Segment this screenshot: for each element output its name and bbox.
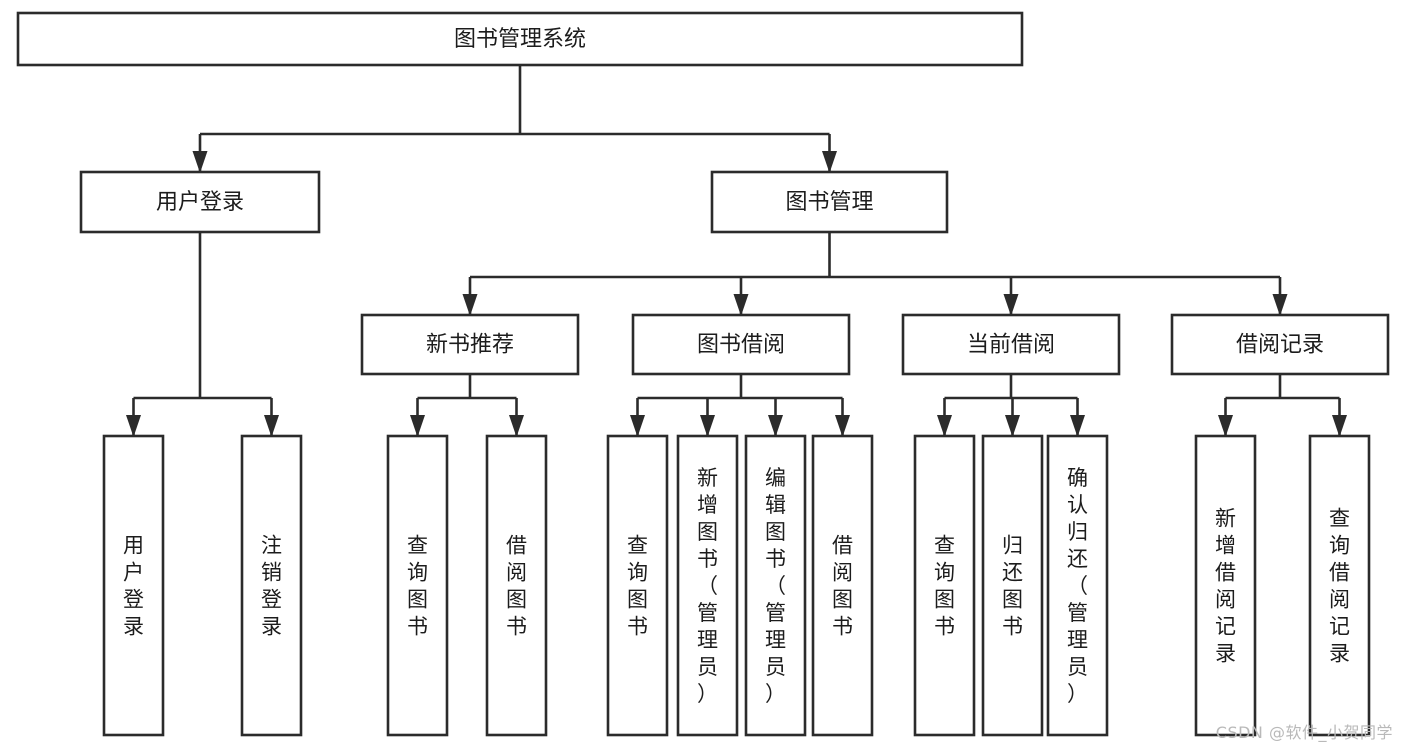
node-leaf-query-borrow-record[interactable]: 查询借阅记录	[1308, 434, 1371, 737]
arrow-head-icon	[1003, 294, 1019, 316]
node-box-book-management	[710, 170, 949, 234]
node-box-leaf-add-book-admin	[676, 434, 739, 737]
node-label-book-borrow: 图书借阅	[697, 333, 785, 358]
node-label-current-borrow: 当前借阅	[967, 333, 1055, 358]
arrow-head-icon	[1218, 415, 1233, 437]
node-leaf-borrow-book[interactable]: 借阅图书	[811, 434, 874, 737]
node-box-leaf-query-book-recommend	[386, 434, 449, 737]
arrow-head-icon	[1070, 415, 1085, 437]
node-label-leaf-logout: 注销登录	[261, 534, 282, 639]
arrow-head-icon	[126, 415, 141, 437]
node-label-leaf-query-book-recommend: 查询图书	[407, 534, 428, 639]
node-label-book-management: 图书管理	[785, 190, 873, 215]
node-box-leaf-borrow-book	[811, 434, 874, 737]
node-label-leaf-add-book-admin: 新增图书（管理员）	[697, 466, 718, 706]
arrow-head-icon	[192, 151, 208, 173]
node-user-login[interactable]: 用户登录	[79, 170, 321, 234]
node-current-borrow[interactable]: 当前借阅	[901, 313, 1121, 376]
node-box-user-login	[79, 170, 321, 234]
arrow-head-icon	[1005, 415, 1020, 437]
node-leaf-query-book-recommend[interactable]: 查询图书	[386, 434, 449, 737]
node-root[interactable]: 图书管理系统	[16, 11, 1024, 67]
node-leaf-edit-book-admin[interactable]: 编辑图书（管理员）	[744, 434, 807, 737]
node-box-leaf-logout	[240, 434, 303, 737]
arrow-head-icon	[835, 415, 850, 437]
connector-layer	[126, 65, 1347, 437]
node-box-new-book-recommend	[360, 313, 580, 376]
node-box-leaf-user-login	[102, 434, 165, 737]
node-borrow-records[interactable]: 借阅记录	[1170, 313, 1390, 376]
node-label-leaf-edit-book-admin: 编辑图书（管理员）	[765, 466, 786, 706]
arrow-head-icon	[937, 415, 952, 437]
arrow-head-icon	[768, 415, 783, 437]
node-leaf-add-book-admin[interactable]: 新增图书（管理员）	[676, 434, 739, 737]
node-box-leaf-add-borrow-record	[1194, 434, 1257, 737]
node-box-book-borrow	[631, 313, 851, 376]
node-label-leaf-confirm-return-admin: 确认归还（管理员）	[1067, 466, 1088, 706]
arrow-head-icon	[1272, 294, 1288, 316]
node-label-leaf-query-book-borrow: 查询图书	[627, 534, 648, 639]
node-label-leaf-borrow-book: 借阅图书	[832, 534, 853, 639]
node-box-leaf-query-book-current	[913, 434, 976, 737]
node-leaf-return-book[interactable]: 归还图书	[981, 434, 1044, 737]
node-box-leaf-edit-book-admin	[744, 434, 807, 737]
node-book-borrow[interactable]: 图书借阅	[631, 313, 851, 376]
node-box-borrow-records	[1170, 313, 1390, 376]
node-label-leaf-query-book-current: 查询图书	[934, 534, 955, 639]
node-leaf-query-book-borrow[interactable]: 查询图书	[606, 434, 669, 737]
arrow-head-icon	[630, 415, 645, 437]
node-label-leaf-borrow-book-recommend: 借阅图书	[506, 534, 527, 639]
node-label-new-book-recommend: 新书推荐	[426, 333, 514, 358]
arrow-head-icon	[822, 151, 837, 173]
node-label-leaf-query-borrow-record: 查询借阅记录	[1329, 507, 1350, 666]
node-box-current-borrow	[901, 313, 1121, 376]
node-new-book-recommend[interactable]: 新书推荐	[360, 313, 580, 376]
arrow-head-icon	[264, 415, 279, 437]
node-layer: 图书管理系统用户登录图书管理新书推荐图书借阅当前借阅借阅记录用户登录注销登录查询…	[16, 11, 1390, 737]
node-label-leaf-user-login: 用户登录	[123, 534, 144, 639]
node-box-leaf-return-book	[981, 434, 1044, 737]
node-label-borrow-records: 借阅记录	[1236, 333, 1324, 358]
node-box-leaf-query-book-borrow	[606, 434, 669, 737]
node-label-leaf-return-book: 归还图书	[1002, 534, 1023, 639]
arrow-head-icon	[509, 415, 524, 437]
node-box-leaf-confirm-return-admin	[1046, 434, 1109, 737]
arrow-head-icon	[1332, 415, 1347, 437]
node-leaf-add-borrow-record[interactable]: 新增借阅记录	[1194, 434, 1257, 737]
node-label-root: 图书管理系统	[454, 27, 586, 52]
node-box-leaf-query-borrow-record	[1308, 434, 1371, 737]
node-box-root	[16, 11, 1024, 67]
node-label-user-login: 用户登录	[156, 190, 244, 215]
node-book-management[interactable]: 图书管理	[710, 170, 949, 234]
node-leaf-confirm-return-admin[interactable]: 确认归还（管理员）	[1046, 434, 1109, 737]
node-box-leaf-borrow-book-recommend	[485, 434, 548, 737]
node-leaf-borrow-book-recommend[interactable]: 借阅图书	[485, 434, 548, 737]
arrow-head-icon	[410, 415, 425, 437]
node-label-leaf-add-borrow-record: 新增借阅记录	[1215, 507, 1236, 666]
arrow-head-icon	[700, 415, 715, 437]
node-leaf-query-book-current[interactable]: 查询图书	[913, 434, 976, 737]
arrow-head-icon	[733, 294, 749, 316]
node-leaf-user-login[interactable]: 用户登录	[102, 434, 165, 737]
arrow-head-icon	[462, 294, 478, 316]
node-leaf-logout[interactable]: 注销登录	[240, 434, 303, 737]
